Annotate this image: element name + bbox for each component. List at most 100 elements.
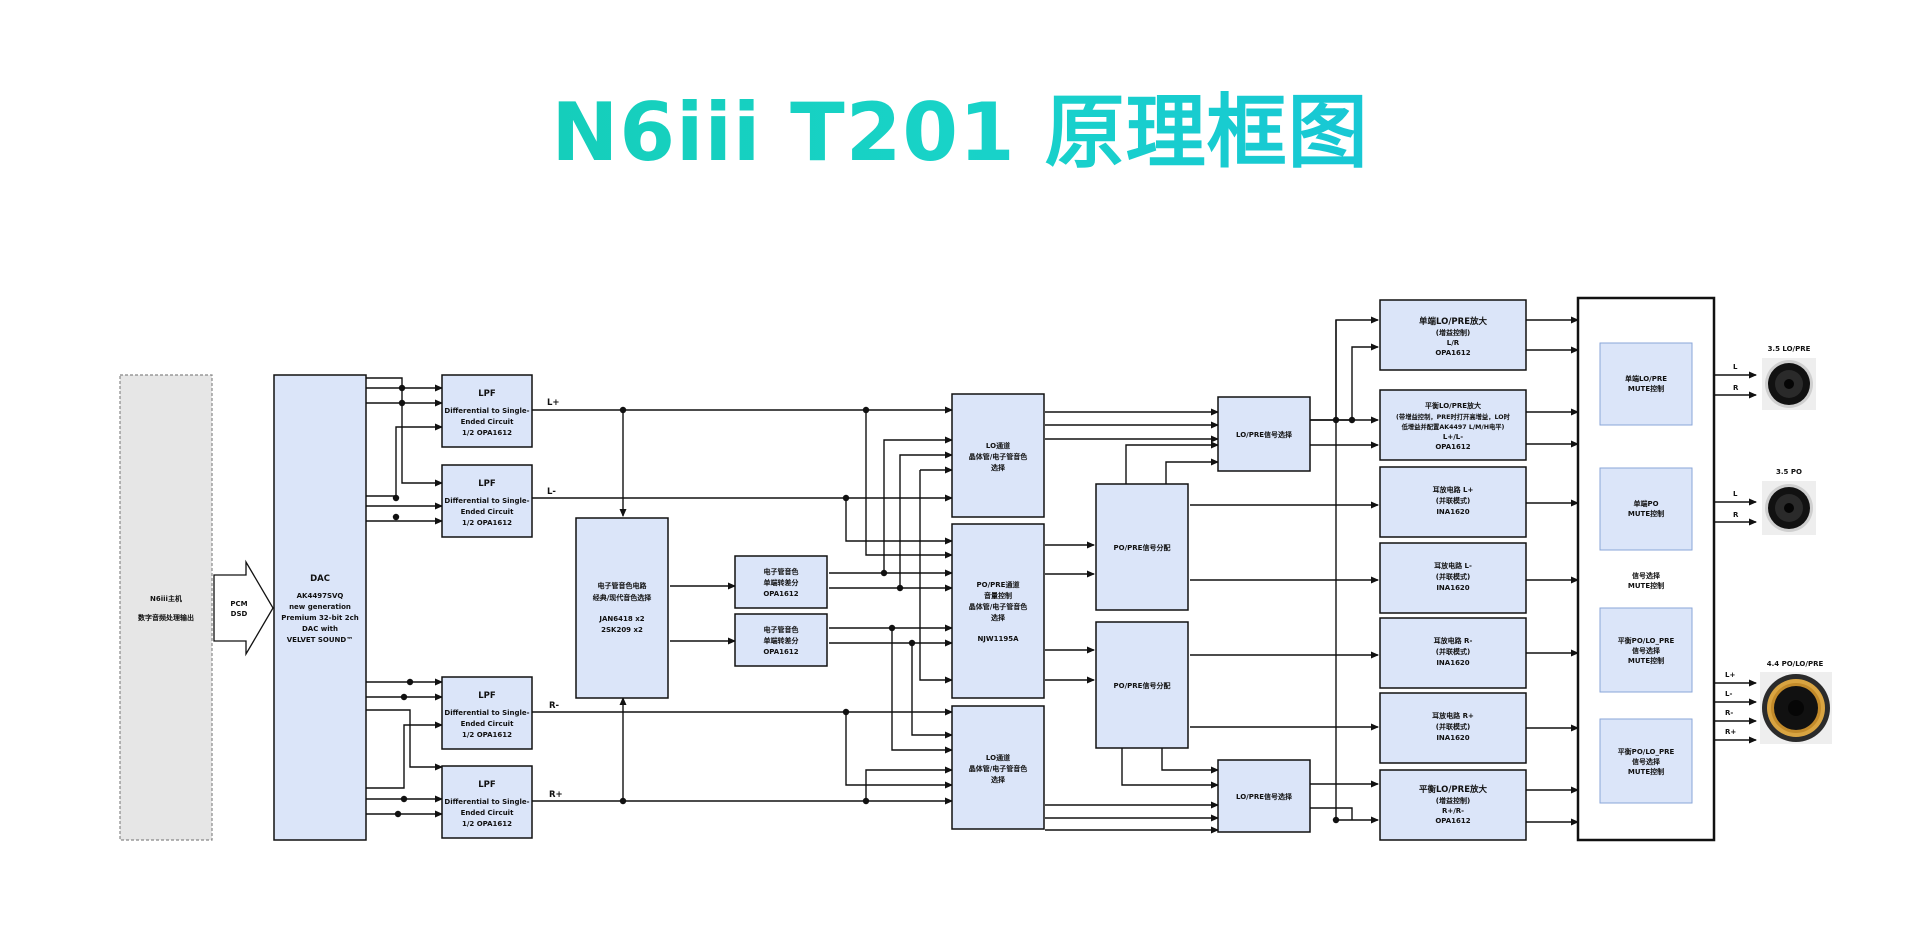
tube-sum-block-2: 电子管音色 单端转差分 OPA1612 — [734, 613, 828, 667]
svg-text:R: R — [1733, 384, 1739, 392]
svg-text:平衡PO/LO_PRE: 平衡PO/LO_PRE — [1618, 636, 1675, 645]
svg-text:MUTE控制: MUTE控制 — [1628, 384, 1664, 393]
amp-block-hp-r-plus: 耳放电路 R+ (并联模式) INA1620 — [1379, 692, 1527, 764]
amp-block-hp-r-minus: 耳放电路 R- (并联模式) INA1620 — [1379, 617, 1527, 689]
svg-text:(增益控制): (增益控制) — [1436, 796, 1470, 805]
amp-block-bal-lo-pre-r: 平衡LO/PRE放大 (增益控制) R+/R- OPA1612 — [1379, 769, 1527, 841]
pcm-dsd-label: PCM DSD — [230, 600, 247, 618]
svg-text:MUTE控制: MUTE控制 — [1628, 581, 1664, 590]
svg-text:Differential to Single-: Differential to Single- — [444, 407, 529, 415]
jack-4-4-label: 4.4 PO/LO/PRE — [1767, 660, 1824, 668]
svg-text:LO/PRE信号选择: LO/PRE信号选择 — [1236, 430, 1293, 439]
mute-block-se-po: 单端PO MUTE控制 — [1599, 467, 1693, 551]
svg-text:2SK209 x2: 2SK209 x2 — [601, 626, 643, 634]
svg-text:LPF: LPF — [478, 780, 496, 790]
svg-text:Differential to Single-: Differential to Single- — [444, 709, 529, 717]
svg-text:OPA1612: OPA1612 — [763, 590, 798, 598]
svg-text:L: L — [1733, 363, 1738, 371]
amp-block-hp-l-minus: 耳放电路 L- (并联模式) INA1620 — [1379, 542, 1527, 614]
svg-text:选择: 选择 — [991, 463, 1006, 472]
signal-label-l-plus: L+ — [547, 398, 560, 408]
svg-text:选择: 选择 — [991, 613, 1006, 622]
svg-text:PO/PRE信号分配: PO/PRE信号分配 — [1114, 681, 1171, 690]
svg-text:MUTE控制: MUTE控制 — [1628, 767, 1664, 776]
svg-text:INA1620: INA1620 — [1436, 508, 1469, 516]
lo-pre-select-block-2: LO/PRE信号选择 — [1217, 759, 1311, 833]
host-block: N6iii主机 数字音频处理输出 — [119, 374, 213, 841]
svg-text:Ended Circuit: Ended Circuit — [461, 720, 514, 728]
svg-text:LO通道: LO通道 — [986, 753, 1010, 762]
svg-text:PCM: PCM — [230, 600, 247, 608]
svg-text:经典/现代音色选择: 经典/现代音色选择 — [593, 593, 653, 602]
mute-block-bal-2: 平衡PO/LO_PRE 信号选择 MUTE控制 — [1599, 718, 1693, 804]
svg-text:LO/PRE信号选择: LO/PRE信号选择 — [1236, 792, 1293, 801]
amp-block-hp-l-plus: 耳放电路 L+ (并联模式) INA1620 — [1379, 466, 1527, 538]
mute-control-box: 单端LO/PRE MUTE控制 单端PO MUTE控制 信号选择 MUTE控制 … — [1576, 296, 1716, 842]
svg-text:信号选择: 信号选择 — [1632, 757, 1661, 766]
svg-text:JAN6418 x2: JAN6418 x2 — [598, 615, 644, 623]
svg-text:信号选择: 信号选择 — [1632, 571, 1661, 580]
mute-block-signal-select: 信号选择 MUTE控制 — [1628, 571, 1664, 590]
svg-text:LPF: LPF — [478, 691, 496, 701]
jack-3-5-po-label: 3.5 PO — [1776, 468, 1802, 476]
svg-text:R: R — [1733, 511, 1739, 519]
svg-text:Ended Circuit: Ended Circuit — [461, 418, 514, 426]
amp-block-bal-lo-pre-l: 平衡LO/PRE放大 (带增益控制，PRE时打开高增益，LO时 低增益并配置AK… — [1379, 389, 1527, 461]
svg-text:晶体管/电子管音色: 晶体管/电子管音色 — [969, 602, 1028, 611]
svg-text:平衡PO/LO_PRE: 平衡PO/LO_PRE — [1618, 747, 1675, 756]
jack-3-5-po: 3.5 PO L R — [1733, 468, 1816, 535]
host-sub: 数字音频处理输出 — [138, 613, 194, 622]
svg-text:AK4497SVQ: AK4497SVQ — [297, 592, 344, 600]
svg-text:Ended Circuit: Ended Circuit — [461, 809, 514, 817]
jack-3-5-lo-pre-label: 3.5 LO/PRE — [1768, 345, 1811, 353]
page-title: N6iii T201 原理框图 — [0, 88, 1920, 178]
signal-label-r-plus: R+ — [549, 790, 563, 800]
svg-text:L/R: L/R — [1447, 339, 1460, 347]
svg-text:MUTE控制: MUTE控制 — [1628, 656, 1664, 665]
svg-text:耳放电路 L-: 耳放电路 L- — [1434, 561, 1472, 570]
svg-text:耳放电路 R+: 耳放电路 R+ — [1432, 711, 1474, 720]
lo-pre-select-block-1: LO/PRE信号选择 — [1217, 396, 1311, 472]
svg-text:单端转差分: 单端转差分 — [764, 636, 799, 645]
svg-text:平衡LO/PRE放大: 平衡LO/PRE放大 — [1419, 784, 1488, 795]
svg-text:音量控制: 音量控制 — [984, 591, 1012, 600]
svg-text:电子管音色: 电子管音色 — [764, 567, 799, 576]
svg-text:L+/L-: L+/L- — [1443, 433, 1463, 441]
svg-text:耳放电路 R-: 耳放电路 R- — [1434, 636, 1473, 645]
mute-block-bal-1: 平衡PO/LO_PRE 信号选择 MUTE控制 — [1599, 607, 1693, 693]
svg-text:OPA1612: OPA1612 — [1435, 443, 1470, 451]
svg-text:单端LO/PRE: 单端LO/PRE — [1625, 374, 1667, 383]
signal-label-l-minus: L- — [547, 487, 556, 497]
svg-text:平衡LO/PRE放大: 平衡LO/PRE放大 — [1425, 401, 1481, 410]
svg-text:R+: R+ — [1725, 728, 1736, 736]
junction-dots — [392, 384, 1356, 824]
svg-text:晶体管/电子管音色: 晶体管/电子管音色 — [969, 452, 1028, 461]
svg-text:DAC: DAC — [310, 574, 330, 584]
dac-block: DAC AK4497SVQ new generation Premium 32-… — [273, 374, 367, 841]
svg-text:PO/PRE信号分配: PO/PRE信号分配 — [1114, 543, 1171, 552]
svg-text:(并联模式): (并联模式) — [1436, 722, 1470, 731]
svg-text:LPF: LPF — [478, 479, 496, 489]
svg-text:Differential to Single-: Differential to Single- — [444, 497, 529, 505]
tube-circuit-block: 电子管音色电路 经典/现代音色选择 JAN6418 x2 2SK209 x2 — [575, 517, 669, 699]
svg-text:R+/R-: R+/R- — [1442, 807, 1464, 815]
svg-text:(并联模式): (并联模式) — [1436, 572, 1470, 581]
svg-text:L-: L- — [1725, 690, 1732, 698]
svg-text:耳放电路 L+: 耳放电路 L+ — [1433, 485, 1474, 494]
svg-text:(并联模式): (并联模式) — [1436, 647, 1470, 656]
svg-text:DSD: DSD — [231, 610, 248, 618]
svg-text:DAC with: DAC with — [302, 625, 338, 633]
host-name: N6iii主机 — [150, 594, 182, 603]
lpf-block-4: LPF Differential to Single- Ended Circui… — [441, 765, 533, 839]
svg-text:单端LO/PRE放大: 单端LO/PRE放大 — [1419, 316, 1488, 327]
svg-text:VELVET SOUND™: VELVET SOUND™ — [287, 636, 353, 644]
svg-text:(带增益控制，PRE时打开高增益，LO时: (带增益控制，PRE时打开高增益，LO时 — [1396, 412, 1511, 421]
svg-text:new generation: new generation — [289, 603, 351, 611]
lpf-block-1: LPF Differential to Single- Ended Circui… — [441, 374, 533, 448]
svg-text:INA1620: INA1620 — [1436, 734, 1469, 742]
svg-text:NJW1195A: NJW1195A — [977, 635, 1019, 643]
svg-text:电子管音色电路: 电子管音色电路 — [598, 581, 648, 590]
svg-text:MUTE控制: MUTE控制 — [1628, 509, 1664, 518]
svg-text:1/2 OPA1612: 1/2 OPA1612 — [462, 820, 512, 828]
